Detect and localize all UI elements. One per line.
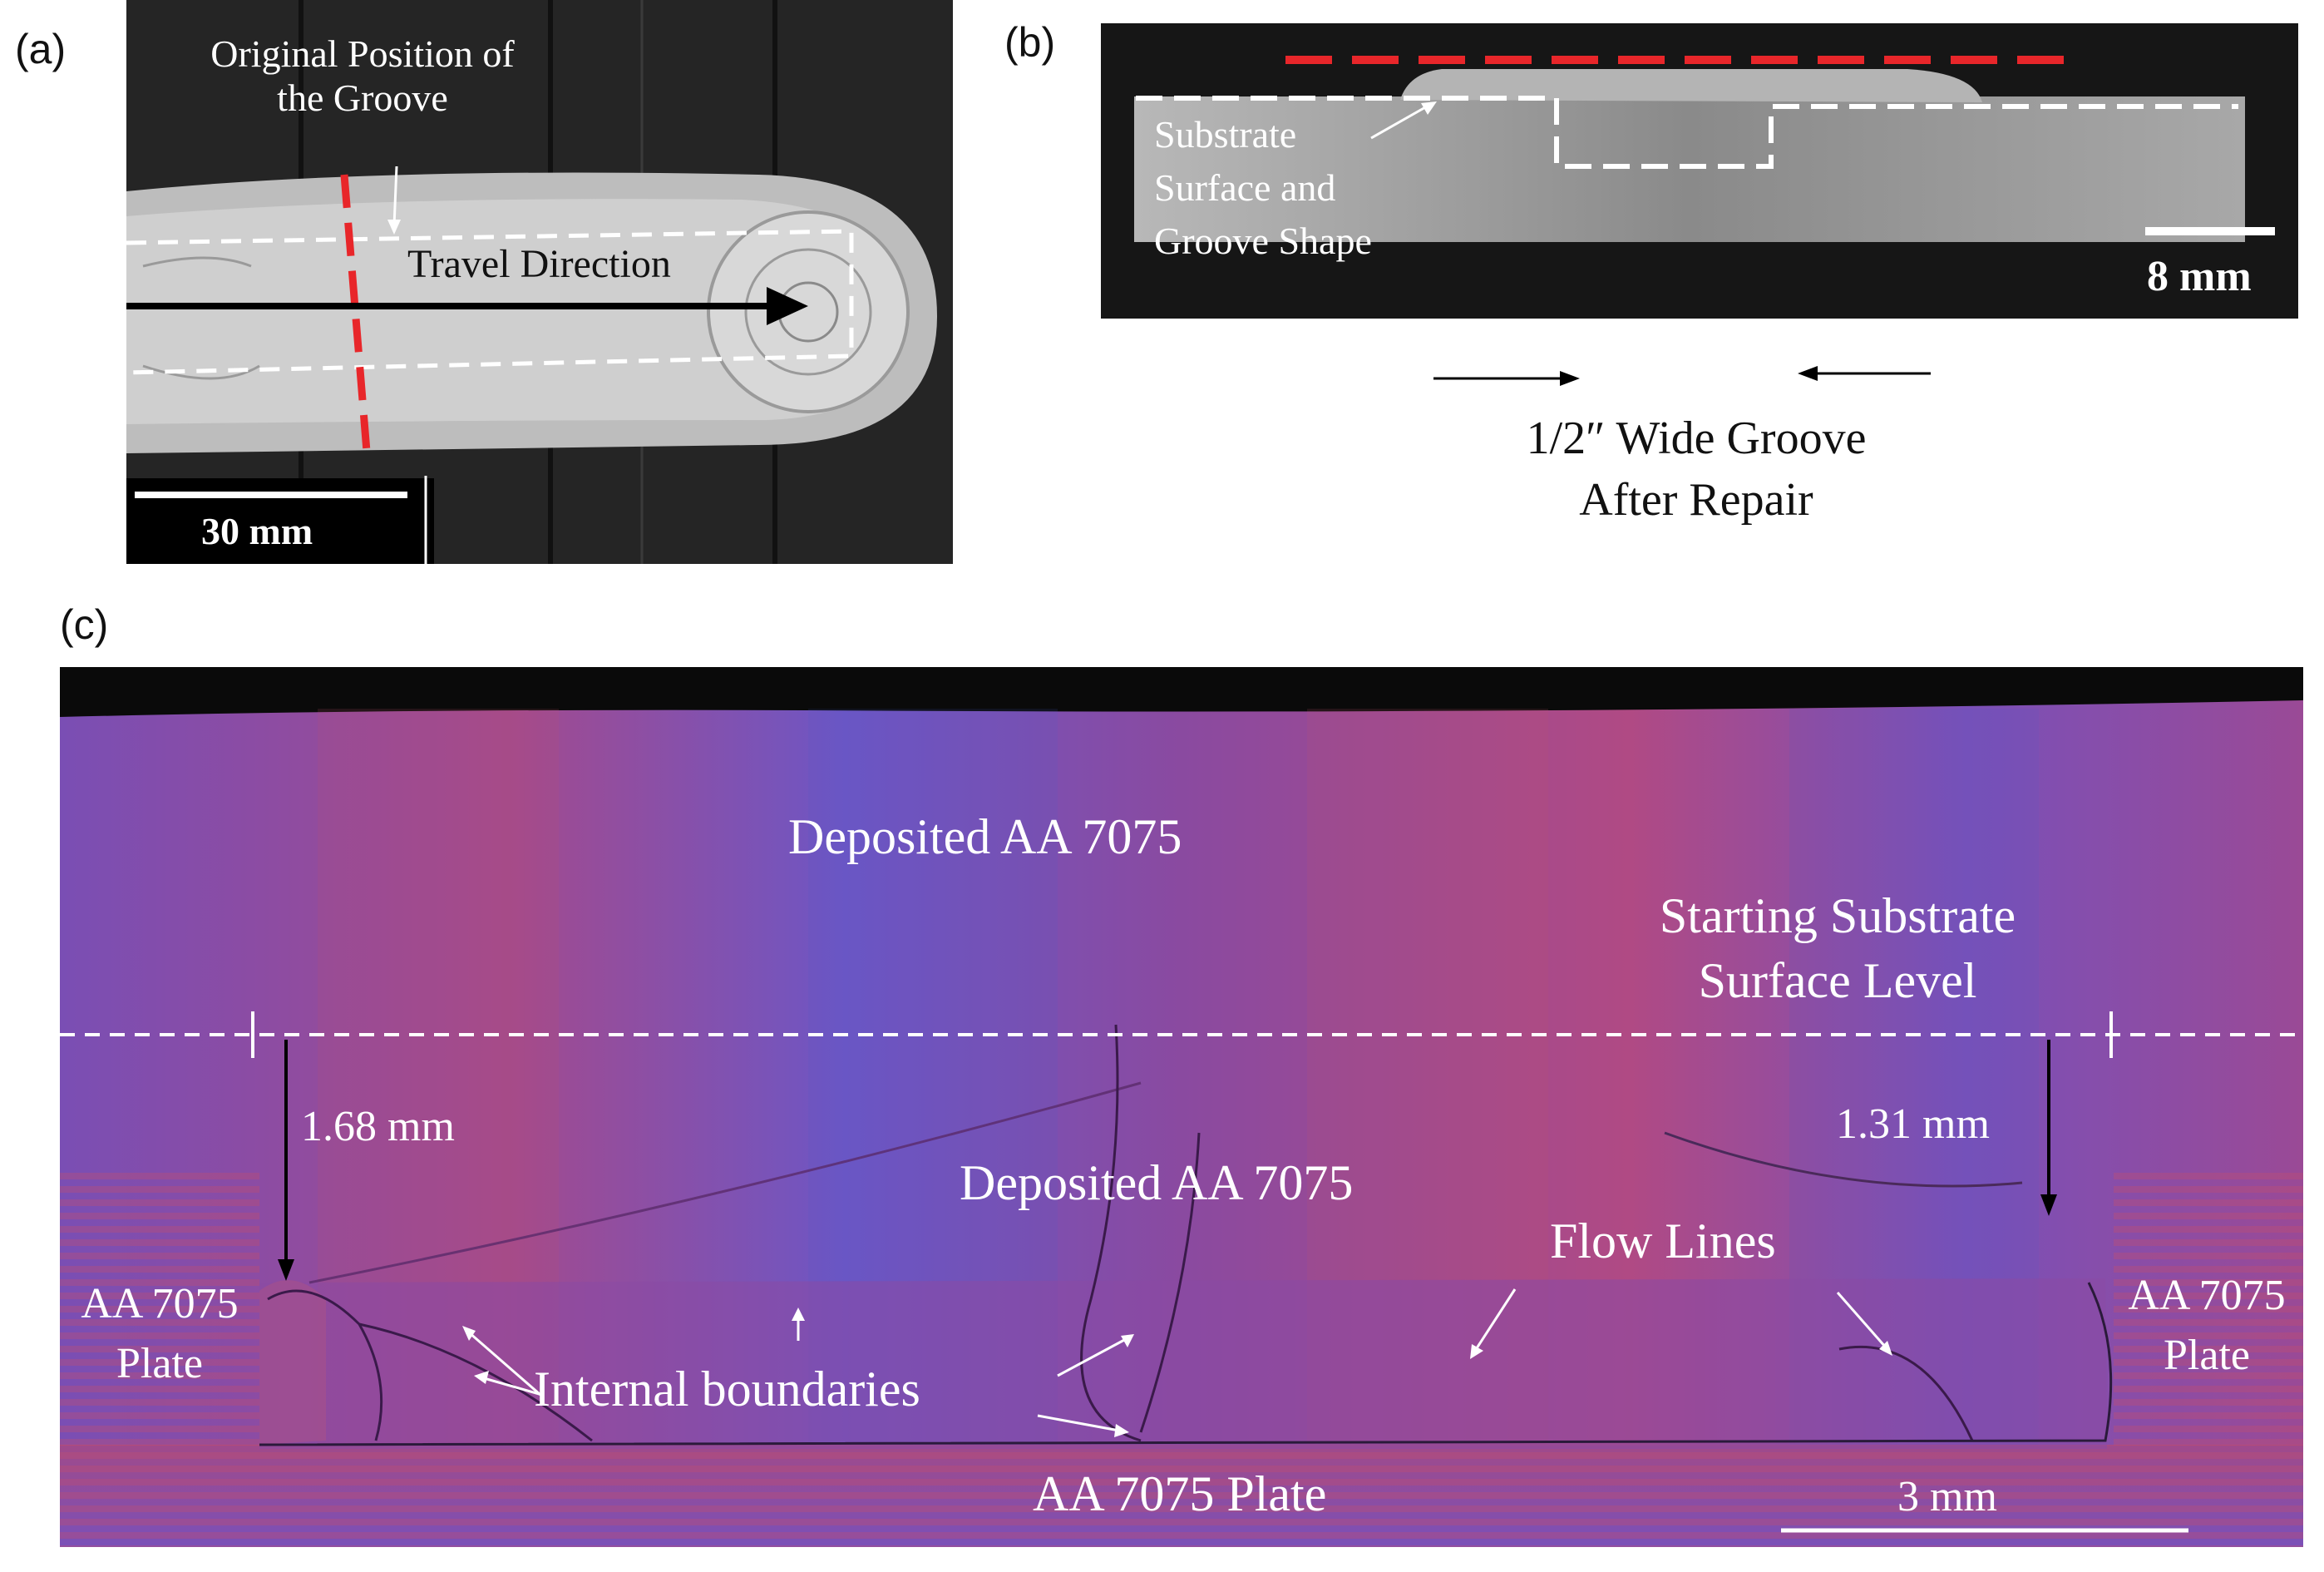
groove-outline xyxy=(126,229,854,375)
depth-right-label: 1.31 mm xyxy=(1836,1100,1990,1148)
panel-c-drawing xyxy=(60,667,2303,1547)
plate-right-line1: AA 7075 xyxy=(2128,1272,2286,1319)
deposited-mid-label: Deposited AA 7075 xyxy=(960,1155,1354,1210)
panel-b-photo: Substrate Surface and Groove Shape 8 mm xyxy=(1101,23,2298,319)
scale-bar-a-label: 30 mm xyxy=(201,510,313,552)
panel-a-letter: (a) xyxy=(15,26,67,72)
groove-label-line2: the Groove xyxy=(277,77,448,119)
scale-bar-c-label: 3 mm xyxy=(1897,1473,1997,1520)
panel-a-photo: Original Position of the Groove Travel D… xyxy=(126,0,953,564)
panel-a-drawing xyxy=(126,0,953,564)
substrate-label-line1: Substrate xyxy=(1154,113,1297,156)
panel-b-drawing xyxy=(1101,23,2298,319)
groove-caption-line1: 1/2″ Wide Groove xyxy=(1526,413,1867,464)
depth-left-label: 1.68 mm xyxy=(301,1103,455,1150)
plate-right-line2: Plate xyxy=(2164,1332,2250,1379)
flow-lines-label: Flow Lines xyxy=(1550,1214,1776,1268)
panel-c-letter: (c) xyxy=(60,601,109,648)
plate-left-line1: AA 7075 xyxy=(81,1280,239,1327)
substrate-surface-label: Substrate Surface and Groove Shape xyxy=(1154,108,1372,268)
deposited-top-label: Deposited AA 7075 xyxy=(788,809,1182,864)
plate-right-label: AA 7075 Plate xyxy=(2110,1266,2303,1386)
groove-label-line1: Original Position of xyxy=(210,32,515,75)
groove-after-repair-caption: 1/2″ Wide Groove After Repair xyxy=(1405,408,1987,531)
plate-left-line2: Plate xyxy=(116,1340,203,1387)
substrate-label-line3: Groove Shape xyxy=(1154,220,1372,262)
starting-surface-line2: Surface Level xyxy=(1698,953,1977,1008)
travel-direction-label: Travel Direction xyxy=(407,242,671,286)
scale-bar-b-label: 8 mm xyxy=(2147,253,2252,300)
substrate-label-line2: Surface and xyxy=(1154,166,1336,209)
groove-original-label: Original Position of the Groove xyxy=(146,32,579,120)
plate-bottom-label: AA 7075 Plate xyxy=(1033,1466,1327,1521)
plate-left-label: AA 7075 Plate xyxy=(60,1274,259,1394)
panel-c-micrograph: Deposited AA 7075 Starting Substrate Sur… xyxy=(60,667,2303,1547)
groove-shape-outline xyxy=(1136,96,2238,169)
internal-boundaries-label: Internal boundaries xyxy=(534,1362,920,1416)
starting-surface-line1: Starting Substrate xyxy=(1659,888,2016,943)
groove-caption-line2: After Repair xyxy=(1579,474,1813,526)
starting-surface-label: Starting Substrate Surface Level xyxy=(1596,883,2079,1013)
panel-b-letter: (b) xyxy=(1004,19,1056,66)
